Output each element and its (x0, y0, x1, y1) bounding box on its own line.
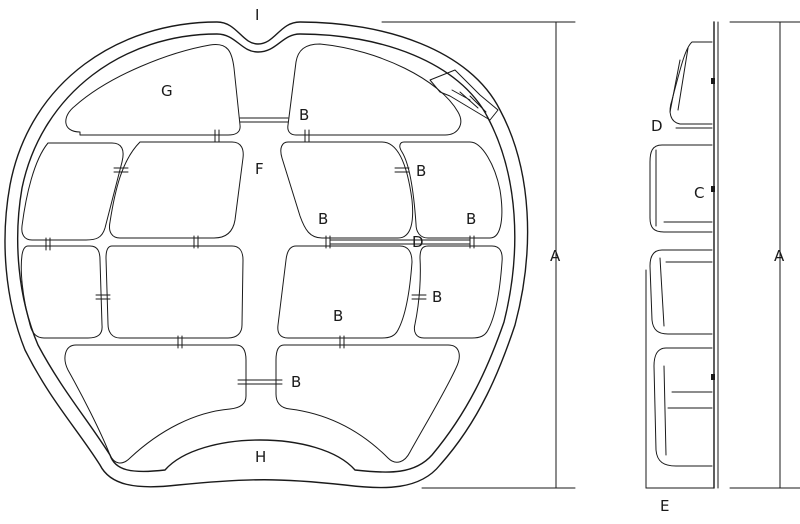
pad-row4-left (64, 344, 247, 464)
pad-row2-3 (280, 141, 414, 239)
pad-row3-2 (105, 245, 244, 339)
label-a-front: A (550, 247, 561, 265)
side-pad-top (669, 41, 713, 125)
label-i: I (255, 6, 259, 24)
side-view (645, 21, 800, 489)
outer-outline (4, 21, 529, 489)
pad-row2-4 (399, 141, 503, 239)
pad-g (65, 43, 241, 136)
label-b-2: B (416, 162, 426, 180)
connector-bracket (429, 69, 499, 121)
label-b-4: B (466, 210, 476, 228)
pad-row3-3 (277, 245, 413, 339)
pad-row4-right (275, 344, 460, 463)
label-d-side: D (651, 117, 663, 135)
label-d-front: D (412, 233, 424, 251)
front-view (4, 21, 576, 489)
connector-inner (451, 89, 487, 113)
pad-row2-2 (109, 141, 244, 239)
pad-row3-1 (20, 245, 103, 339)
labels: I G F H D B B B B B B B A A C D E (161, 6, 785, 515)
label-f: F (255, 160, 264, 178)
label-b-5: B (432, 288, 442, 306)
pad-row3-4 (413, 245, 503, 339)
dimension-e (645, 269, 715, 489)
side-pad-lower (649, 249, 713, 335)
side-pad-bottom (653, 347, 713, 467)
label-b-1: B (299, 106, 309, 124)
label-a-side: A (774, 247, 785, 265)
label-e: E (660, 497, 669, 515)
label-h: H (255, 448, 266, 466)
label-g: G (161, 82, 173, 100)
label-b-3: B (318, 210, 328, 228)
inner-outline (16, 33, 516, 473)
label-b-6: B (333, 307, 343, 325)
pad-top-right (287, 43, 462, 136)
strap-markers (45, 117, 475, 385)
dimension-a-side (729, 21, 800, 489)
label-b-7: B (291, 373, 301, 391)
pad-row2-1 (21, 142, 124, 241)
side-pad-c (649, 144, 713, 233)
label-c: C (694, 184, 704, 202)
dimension-a-front (381, 21, 576, 489)
